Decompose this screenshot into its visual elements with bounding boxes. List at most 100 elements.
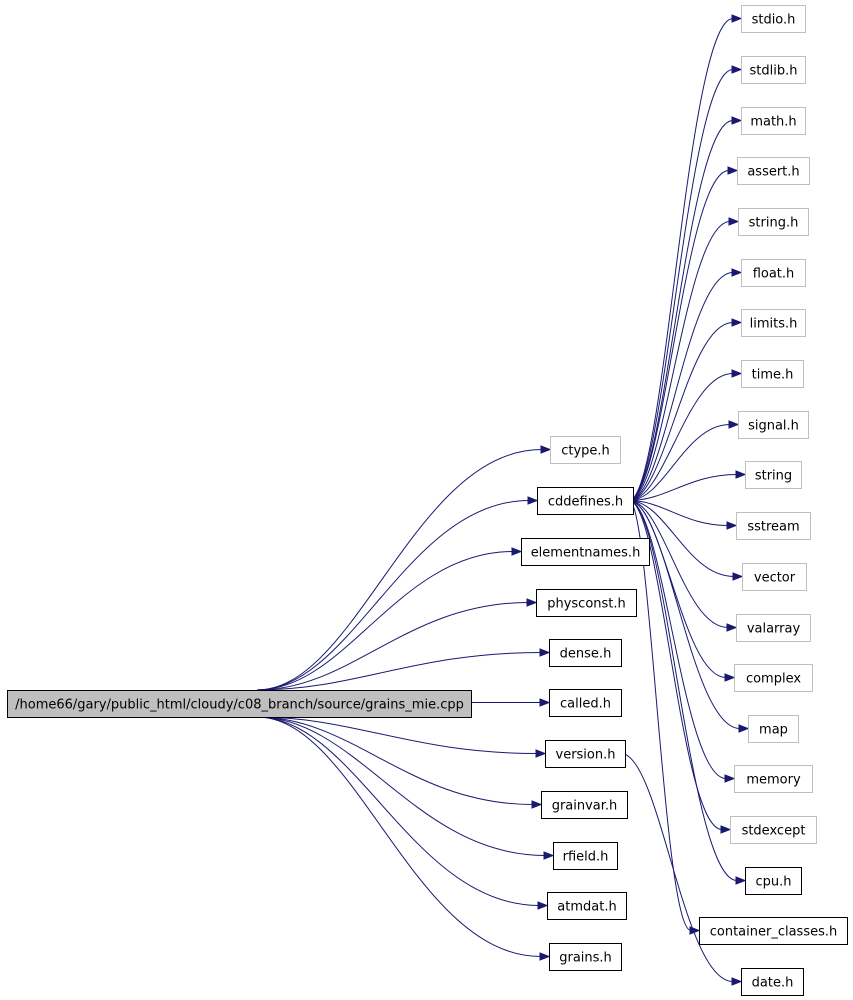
node-vector[interactable]: vector <box>742 563 807 591</box>
node-box <box>537 487 634 515</box>
edge-cddefines-to-sstream <box>628 500 738 530</box>
node-label: limits.h <box>750 317 798 332</box>
node-time[interactable]: time.h <box>741 360 804 388</box>
edge-cddefines-to-map <box>628 500 750 733</box>
node-box <box>521 538 650 566</box>
node-label: vector <box>754 571 796 586</box>
node-version[interactable]: version.h <box>545 740 626 768</box>
node-label: stdio.h <box>752 13 796 28</box>
node-box <box>699 917 848 945</box>
node-stdlib[interactable]: stdlib.h <box>741 56 806 84</box>
node-ctype[interactable]: ctype.h <box>550 436 621 464</box>
node-box <box>536 589 637 617</box>
node-float[interactable]: float.h <box>741 259 806 287</box>
node-label: grains.h <box>559 951 612 966</box>
node-atmdat[interactable]: atmdat.h <box>547 892 627 920</box>
edge-cddefines-to-vector <box>628 500 744 581</box>
node-complex[interactable]: complex <box>734 664 813 692</box>
node-box <box>541 791 628 819</box>
node-box <box>545 740 626 768</box>
edge-root-to-atmdat <box>256 716 549 910</box>
node-date[interactable]: date.h <box>741 968 804 996</box>
edge-root-to-rfield <box>256 716 555 860</box>
node-box <box>734 664 813 692</box>
node-label: cpu.h <box>755 875 791 890</box>
node-box <box>737 157 810 185</box>
node-box <box>742 563 807 591</box>
node-box <box>741 107 806 135</box>
node-box <box>738 411 809 439</box>
edge-cddefines-to-time <box>628 369 743 501</box>
edge-cddefines-to-cpu <box>628 500 747 885</box>
nodes-layer: /home66/gary/public_html/cloudy/c08_bran… <box>7 5 848 996</box>
node-string-h[interactable]: string.h <box>738 208 809 236</box>
node-assert[interactable]: assert.h <box>737 157 810 185</box>
edge-cddefines-to-valarray <box>628 500 738 632</box>
edge-root-to-called <box>471 698 551 707</box>
node-memory[interactable]: memory <box>734 765 813 793</box>
node-box <box>748 715 799 743</box>
node-math[interactable]: math.h <box>741 107 806 135</box>
node-box <box>741 309 806 337</box>
node-box <box>741 968 804 996</box>
node-label: atmdat.h <box>557 900 616 915</box>
node-box <box>741 56 806 84</box>
node-box <box>736 512 811 540</box>
edge-root-to-dense <box>256 648 551 691</box>
node-grainvar[interactable]: grainvar.h <box>541 791 628 819</box>
node-label: string <box>755 469 792 484</box>
node-physconst[interactable]: physconst.h <box>536 589 637 617</box>
node-valarray[interactable]: valarray <box>736 614 811 642</box>
node-label: float.h <box>753 267 795 282</box>
node-box <box>730 816 817 844</box>
node-stdexcept[interactable]: stdexcept <box>730 816 817 844</box>
edge-root-to-cddefines <box>256 496 539 691</box>
node-label: stdlib.h <box>750 64 798 79</box>
node-box <box>7 690 472 718</box>
node-box <box>549 943 622 971</box>
node-label: time.h <box>752 368 794 383</box>
node-box <box>550 436 621 464</box>
node-label: dense.h <box>560 647 612 662</box>
node-box <box>549 689 622 717</box>
node-label: string.h <box>749 216 799 231</box>
node-label: assert.h <box>747 165 799 180</box>
node-label: elementnames.h <box>531 546 641 561</box>
node-box <box>738 208 809 236</box>
edge-root-to-version <box>256 716 547 758</box>
edge-version-to-date <box>620 753 743 986</box>
node-label: memory <box>746 773 801 788</box>
node-container-classes[interactable]: container_classes.h <box>699 917 848 945</box>
node-rfield[interactable]: rfield.h <box>553 842 618 870</box>
node-cddefines[interactable]: cddefines.h <box>537 487 634 515</box>
node-box <box>547 892 627 920</box>
edge-cddefines-to-string <box>628 470 747 501</box>
node-signal[interactable]: signal.h <box>738 411 809 439</box>
node-elementnames[interactable]: elementnames.h <box>521 538 650 566</box>
node-limits[interactable]: limits.h <box>741 309 806 337</box>
node-label: /home66/gary/public_html/cloudy/c08_bran… <box>15 698 464 713</box>
node-string[interactable]: string <box>745 461 802 489</box>
edge-cddefines-to-signal <box>628 420 740 501</box>
node-map[interactable]: map <box>748 715 799 743</box>
node-label: map <box>759 723 788 738</box>
node-sstream[interactable]: sstream <box>736 512 811 540</box>
edge-root-to-elementnames <box>256 547 523 691</box>
edge-cddefines-to-limits <box>628 318 743 501</box>
node-label: physconst.h <box>547 597 626 612</box>
node-label: math.h <box>750 115 796 130</box>
node-label: date.h <box>752 976 794 991</box>
edge-root-to-grains <box>256 716 551 961</box>
node-box <box>734 765 813 793</box>
node-called[interactable]: called.h <box>549 689 622 717</box>
node-stdio[interactable]: stdio.h <box>741 5 806 33</box>
node-cpu[interactable]: cpu.h <box>745 867 802 895</box>
node-root[interactable]: /home66/gary/public_html/cloudy/c08_bran… <box>7 690 472 718</box>
edge-root-to-physconst <box>256 598 538 691</box>
edges-layer <box>256 14 750 986</box>
edge-root-to-ctype <box>256 445 552 691</box>
node-dense[interactable]: dense.h <box>549 639 622 667</box>
node-box <box>553 842 618 870</box>
node-grains[interactable]: grains.h <box>549 943 622 971</box>
node-label: grainvar.h <box>552 799 618 814</box>
